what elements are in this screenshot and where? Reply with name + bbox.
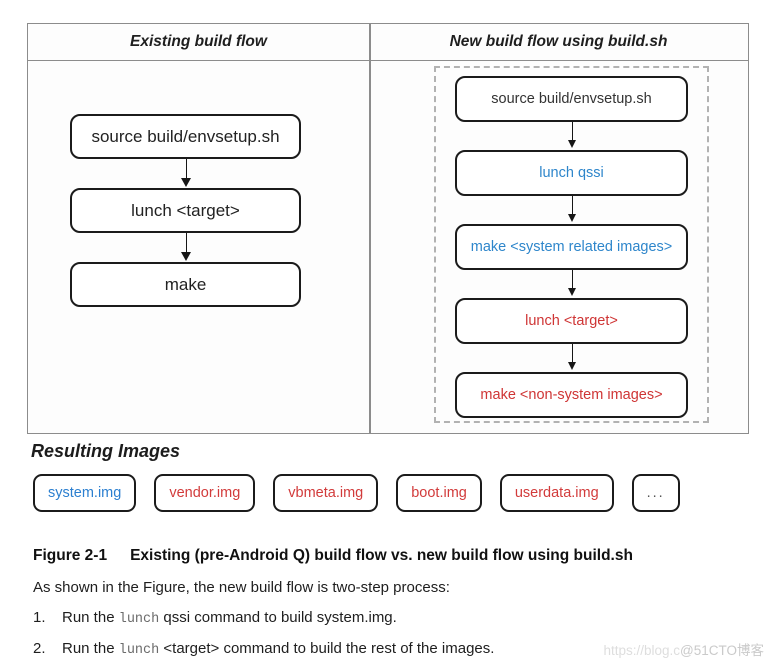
step-text-post: qssi command to build system.img. xyxy=(159,609,397,626)
new-flow-header: New build flow using build.sh xyxy=(449,33,668,50)
existing-flow-diagram: source build/envsetup.sh lunch <target> … xyxy=(70,114,301,307)
down-arrow-icon xyxy=(70,233,301,262)
flow-step-source-envsetup: source build/envsetup.sh xyxy=(455,76,688,122)
watermark-url: https://blog.c xyxy=(603,643,681,658)
figure-caption: Figure 2-1 Existing (pre-Android Q) build… xyxy=(33,547,633,565)
new-flow-dashed-container: source build/envsetup.sh lunch qssi make… xyxy=(434,66,709,423)
image-box-system: system.img xyxy=(33,474,137,512)
flow-step-lunch-target: lunch <target> xyxy=(70,188,301,233)
step-code-lunch: lunch xyxy=(118,643,160,658)
list-number: 1. xyxy=(33,609,46,626)
down-arrow-icon xyxy=(455,270,688,298)
image-box-ellipsis: ... xyxy=(631,474,680,512)
build-flow-figure: Existing build flow New build flow using… xyxy=(27,23,749,434)
list-number: 2. xyxy=(33,640,46,657)
figure-caption-label: Figure 2-1 xyxy=(33,547,108,564)
watermark-badge: @51CTO博客 xyxy=(680,643,764,658)
step-code-lunch: lunch xyxy=(118,612,160,627)
down-arrow-icon xyxy=(455,196,688,224)
flow-step-source-envsetup: source build/envsetup.sh xyxy=(70,114,301,159)
step-text-pre: Run the xyxy=(62,609,119,626)
list-item-1: 1. Run the lunch qssi command to build sy… xyxy=(33,609,397,627)
column-divider xyxy=(369,24,371,433)
existing-flow-header: Existing build flow xyxy=(130,33,267,50)
down-arrow-icon xyxy=(455,344,688,372)
flow-step-lunch-qssi: lunch qssi xyxy=(455,150,688,196)
flow-step-make-nonsystem-images: make <non-system images> xyxy=(455,372,688,418)
list-item-2: 2. Run the lunch <target> command to buil… xyxy=(33,640,494,658)
step-text-post: <target> command to build the rest of th… xyxy=(159,640,495,657)
figure-header-row: Existing build flow New build flow using… xyxy=(28,24,748,61)
image-box-boot: boot.img xyxy=(396,474,482,512)
intro-paragraph: As shown in the Figure, the new build fl… xyxy=(33,579,450,596)
resulting-images-row: system.img vendor.img vbmeta.img boot.im… xyxy=(33,474,680,512)
resulting-images-heading: Resulting Images xyxy=(31,441,181,461)
figure-caption-title: Existing (pre-Android Q) build flow vs. … xyxy=(130,547,633,564)
image-box-vbmeta: vbmeta.img xyxy=(273,474,379,512)
image-box-userdata: userdata.img xyxy=(499,474,614,512)
existing-flow-column: source build/envsetup.sh lunch <target> … xyxy=(28,61,369,433)
site-watermark: https://blog.c@51CTO博客 xyxy=(603,639,764,659)
image-box-vendor: vendor.img xyxy=(154,474,256,512)
step-text-pre: Run the xyxy=(62,640,119,657)
new-flow-column: source build/envsetup.sh lunch qssi make… xyxy=(370,61,748,433)
down-arrow-icon xyxy=(70,159,301,188)
down-arrow-icon xyxy=(455,122,688,150)
flow-step-lunch-target: lunch <target> xyxy=(455,298,688,344)
flow-step-make: make xyxy=(70,262,301,307)
new-flow-diagram: source build/envsetup.sh lunch qssi make… xyxy=(455,76,688,418)
flow-step-make-system-images: make <system related images> xyxy=(455,224,688,270)
